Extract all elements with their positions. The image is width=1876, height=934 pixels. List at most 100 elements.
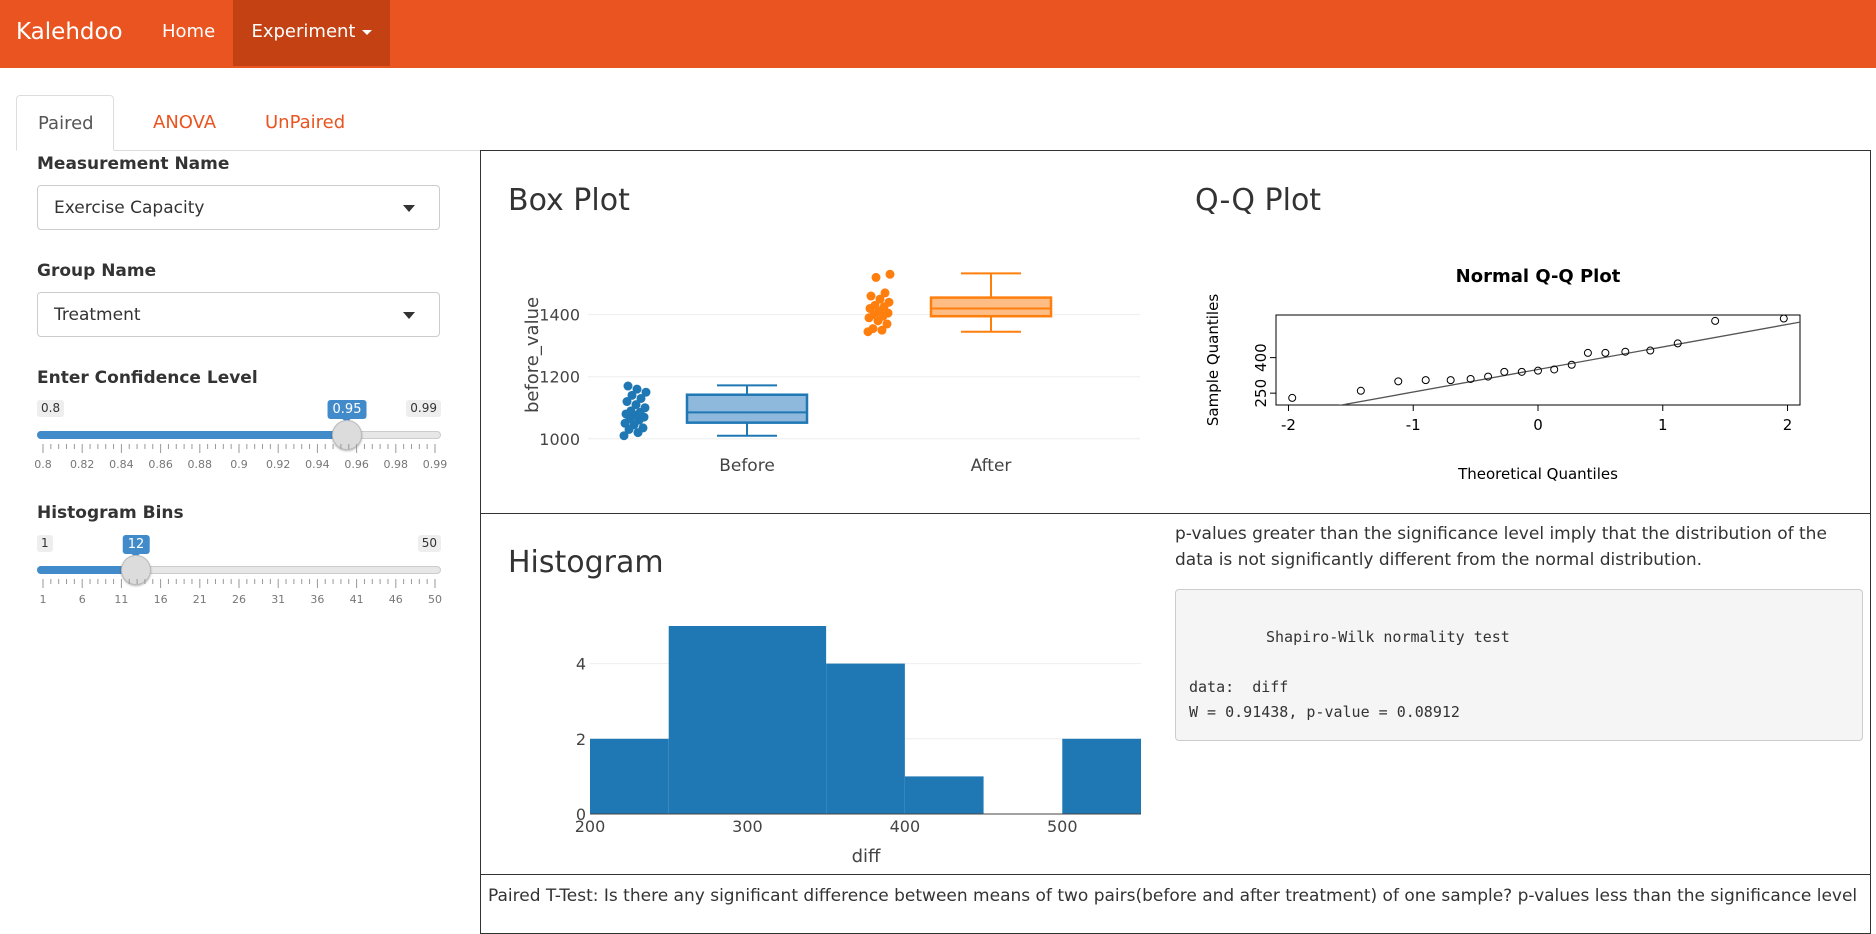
data-point (619, 431, 629, 441)
slider-tick-label: 0.9 (230, 458, 248, 471)
tab-unpaired[interactable]: UnPaired (265, 112, 346, 133)
slider-tick-label: 26 (232, 593, 246, 606)
slider-tick-label: 0.92 (265, 458, 291, 471)
slider-handle[interactable] (121, 555, 151, 585)
data-point (880, 288, 890, 298)
group-value: Treatment (54, 305, 141, 325)
x-tick-label: 0 (1533, 416, 1543, 434)
data-point (870, 300, 880, 310)
brand-logo[interactable]: Kalehdoo (16, 19, 123, 45)
qqplot-heading: Q-Q Plot (1195, 183, 1322, 218)
measurement-value: Exercise Capacity (54, 198, 205, 218)
x-tick-label: -1 (1406, 416, 1421, 434)
slider-tick-label: 50 (428, 593, 442, 606)
y-tick-label: 250 (1252, 379, 1270, 408)
qq-point (1394, 377, 1403, 386)
x-tick-label: -2 (1281, 416, 1296, 434)
shapiro-output: Shapiro-Wilk normality test data: diff W… (1175, 589, 1863, 741)
histogram-bar (668, 626, 827, 814)
slider-tick-label: 11 (114, 593, 129, 606)
nav-home-link[interactable]: Home (162, 21, 216, 42)
slider-tick-label: 0.84 (109, 458, 134, 471)
slider-tick-label: 0.88 (187, 458, 213, 471)
tab-bar: Paired ANOVA UnPaired (16, 95, 480, 151)
qq-point (1500, 367, 1509, 376)
histogram-bar (590, 738, 669, 814)
group-select[interactable]: Treatment (37, 292, 440, 337)
qq-point (1356, 386, 1365, 395)
plot-frame (1275, 314, 1801, 406)
qq-point (1288, 393, 1297, 402)
dropdown-arrow-icon (403, 312, 415, 319)
qq-point (1550, 365, 1559, 374)
qq-point (1517, 367, 1526, 376)
slider-max-label: 0.99 (406, 400, 441, 417)
data-point (626, 406, 636, 416)
tabs-divider (16, 150, 480, 151)
data-point (871, 272, 881, 282)
ttest-note: Paired T-Test: Is there any significant … (488, 886, 1858, 906)
slider-ticks (42, 579, 436, 588)
slider-max-label: 50 (417, 535, 441, 552)
tab-anova[interactable]: ANOVA (153, 112, 217, 133)
histogram-bar (1062, 738, 1141, 814)
qq-point (1779, 314, 1788, 323)
x-tick-label: 400 (890, 817, 921, 836)
plots-panel (480, 150, 1871, 514)
shapiro-data-line: data: diff (1189, 678, 1289, 696)
slider-tick-label: 0.94 (305, 458, 330, 471)
y-tick-label: 4 (576, 655, 586, 674)
normality-note: p-values greater than the significance l… (1175, 524, 1827, 570)
qq-point (1621, 347, 1630, 356)
shapiro-title: Shapiro-Wilk normality test (1266, 628, 1510, 646)
slider-tick-label: 0.8 (34, 458, 52, 471)
qq-point (1421, 376, 1430, 385)
histogram-heading: Histogram (508, 545, 664, 580)
slider-value-label: 0.95 (327, 400, 367, 423)
data-point (627, 390, 637, 400)
x-tick-label: 300 (732, 817, 763, 836)
y-axis-label: before_value (522, 297, 543, 413)
x-tick-label: 2 (1783, 416, 1793, 434)
qq-point (1711, 316, 1720, 325)
slider-handle[interactable] (332, 420, 362, 450)
x-tick-label: 500 (1047, 817, 1078, 836)
data-point (884, 297, 894, 307)
x-axis-label: Theoretical Quantiles (1457, 465, 1618, 483)
data-point (631, 400, 641, 410)
tab-paired[interactable]: Paired (16, 95, 114, 151)
measurement-label: Measurement Name (37, 154, 230, 174)
data-point (622, 397, 632, 407)
measurement-select[interactable]: Exercise Capacity (37, 185, 440, 230)
slider-value-label: 12 (122, 535, 150, 558)
nav-experiment-dropdown[interactable]: Experiment (233, 0, 390, 66)
x-tick-label: 1 (1658, 416, 1668, 434)
y-tick-label: 0 (576, 805, 586, 824)
data-point (640, 403, 650, 413)
caret-down-icon (361, 29, 372, 35)
slider-fill (37, 566, 136, 574)
slider-tick-label: 6 (78, 593, 86, 606)
dropdown-arrow-icon (403, 205, 415, 212)
slider-min-label: 0.8 (37, 400, 65, 417)
confidence-label: Enter Confidence Level (37, 368, 258, 388)
qq-point (1646, 346, 1655, 355)
data-point (866, 291, 876, 301)
boxplot-heading: Box Plot (508, 183, 630, 218)
slider-tick-label: 46 (388, 593, 403, 606)
slider-tick-label: 41 (349, 593, 364, 606)
qq-point (1466, 374, 1475, 383)
x-tick-label: 200 (575, 817, 606, 836)
shapiro-result-line: W = 0.91438, p-value = 0.08912 (1189, 703, 1460, 721)
data-point (641, 387, 651, 397)
data-point (638, 423, 648, 433)
slider-tick-label: 16 (153, 593, 168, 606)
data-point (636, 393, 646, 403)
data-point (868, 324, 878, 334)
qq-point (1583, 348, 1592, 357)
